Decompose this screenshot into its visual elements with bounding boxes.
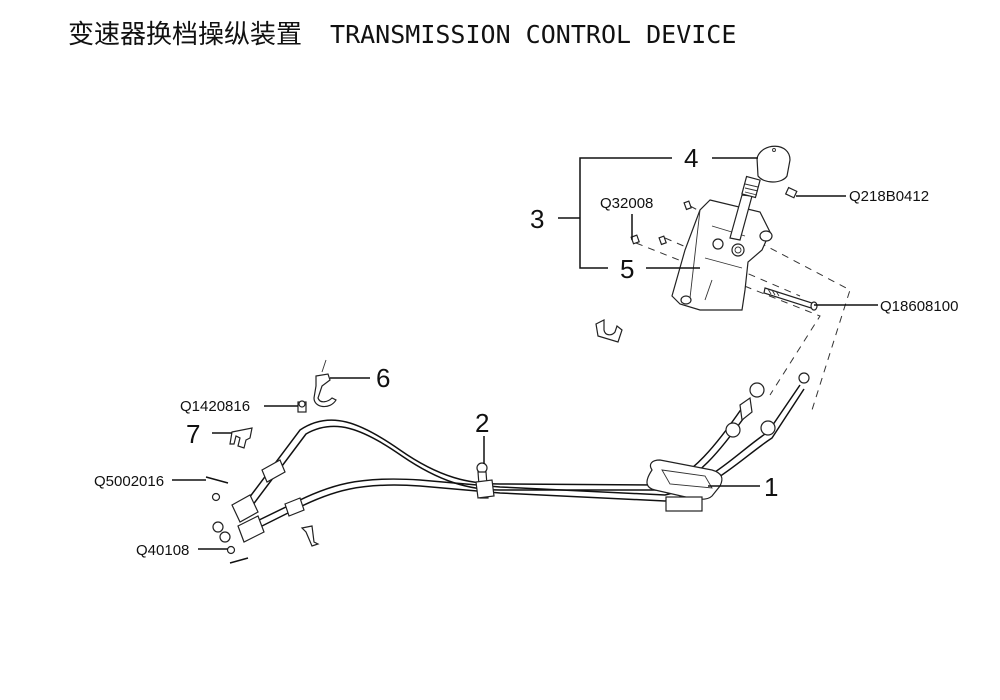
nut-q32008 — [630, 200, 692, 246]
callout-3: 3 — [530, 204, 544, 234]
callout-1: 1 — [764, 472, 778, 502]
part-code-q1420816: Q1420816 — [180, 398, 250, 415]
title-english: TRANSMISSION CONTROL DEVICE — [330, 20, 737, 49]
part-code-q40108: Q40108 — [136, 542, 189, 559]
leader-lines — [172, 157, 878, 550]
callout-7: 7 — [186, 419, 200, 449]
part-code-q18608100: Q18608100 — [880, 298, 958, 315]
shifter-housing — [635, 199, 851, 411]
pin-q18608100 — [763, 287, 818, 311]
callout-4: 4 — [684, 143, 698, 173]
cable-grommet — [646, 459, 723, 512]
washer-upper — [211, 492, 221, 502]
u-clip — [595, 319, 623, 343]
diagram-title: 变速器换档操纵装置 TRANSMISSION CONTROL DEVICE — [68, 14, 736, 51]
shift-lever — [729, 175, 761, 241]
callout-6: 6 — [376, 363, 390, 393]
u-clip-lower — [300, 525, 320, 547]
washer-q40108 — [226, 545, 249, 564]
cable-clip — [475, 462, 495, 499]
part-code-q5002016: Q5002016 — [94, 473, 164, 490]
bolt-q1420816 — [297, 400, 307, 413]
shift-knob — [756, 145, 791, 183]
cable-end-fitting — [212, 382, 765, 543]
cotter-pin-q5002016 — [205, 476, 229, 484]
title-chinese: 变速器换档操纵装置 — [68, 20, 303, 50]
callout-2: 2 — [475, 408, 489, 438]
part-code-q218b0412: Q218B0412 — [849, 188, 929, 205]
bolt-q218b0412 — [784, 186, 798, 199]
clip-7 — [229, 427, 253, 449]
callout-5: 5 — [620, 254, 634, 284]
part-code-q32008: Q32008 — [600, 195, 653, 212]
hook-bracket — [313, 359, 337, 408]
select-cable-lower — [237, 372, 810, 543]
